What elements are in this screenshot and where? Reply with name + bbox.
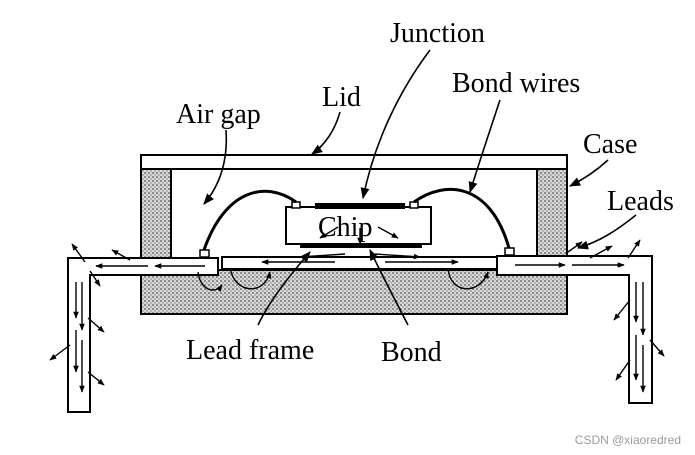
label-lid: Lid <box>322 82 361 113</box>
lid <box>140 154 568 170</box>
bond-pad-right <box>409 201 419 209</box>
bond-leader <box>369 248 409 326</box>
label-bond-wires: Bond wires <box>452 68 580 99</box>
bond-wire-left <box>202 189 297 251</box>
bond-wire-right <box>413 188 511 249</box>
case-leader <box>568 159 609 187</box>
label-case: Case <box>583 129 637 160</box>
junction-leader <box>360 49 431 200</box>
lead-pad-left <box>199 249 210 258</box>
lead-frame-leader <box>257 251 311 326</box>
heat-flow-arrows <box>49 226 665 393</box>
label-air-gap: Air gap <box>176 99 261 130</box>
label-lead-frame: Lead frame <box>186 335 314 366</box>
case-right-wall <box>536 167 568 259</box>
case-base <box>140 269 568 315</box>
watermark: CSDN @xiaoredred <box>574 433 681 447</box>
case-left-wall <box>140 167 172 259</box>
bond-wires-leader <box>468 99 501 194</box>
label-chip: Chip <box>318 212 372 243</box>
lead-pad-right <box>504 247 515 256</box>
left-lead <box>67 257 219 413</box>
label-bond: Bond <box>381 337 442 368</box>
label-leaders <box>203 49 637 326</box>
lid-leader <box>311 111 341 155</box>
lead-frame <box>221 256 499 270</box>
label-leads: Leads <box>607 186 674 217</box>
right-lead <box>496 255 653 404</box>
label-junction: Junction <box>390 18 485 49</box>
junction-layer <box>315 203 405 209</box>
bond-layer <box>300 243 422 248</box>
leads-leader <box>576 214 637 250</box>
bond-pad-left <box>291 201 301 209</box>
air-gap-leader <box>203 129 228 205</box>
